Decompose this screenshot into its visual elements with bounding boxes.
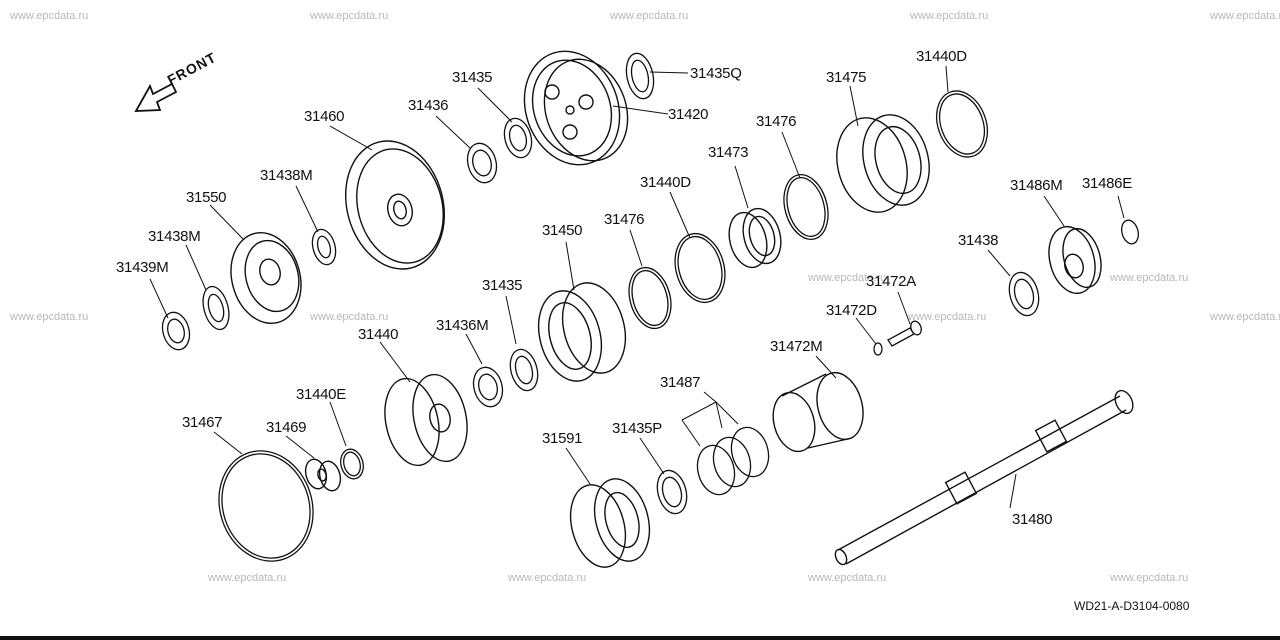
callout-31487: 31487 [660,374,701,391]
part-31460-drum [344,140,446,270]
callout-31435q: 31435Q [690,65,742,82]
part-31440-carrier [384,373,468,467]
part-31440d-ring-top [935,90,989,158]
watermark-6: www.epcdata.ru [808,272,887,284]
callout-31591: 31591 [542,430,583,447]
part-31473-bearing [728,207,782,269]
callout-31472d: 31472D [826,302,877,319]
part-31476-ring-top [783,174,829,240]
watermark-4: www.epcdata.ru [910,10,989,22]
callout-31440d-top: 31440D [916,48,967,65]
callout-31438m-lower: 31438M [148,228,201,245]
part-31487-seal-rings [696,426,770,496]
watermark-3: www.epcdata.ru [610,10,689,22]
callout-31475: 31475 [826,69,867,86]
part-31438m-washer-lower [202,285,230,331]
part-31440e-ring [340,448,364,480]
callout-31460: 31460 [304,108,345,125]
callout-31473: 31473 [708,144,749,161]
callout-31438: 31438 [958,232,999,249]
callout-31436m: 31436M [436,317,489,334]
watermark-14: www.epcdata.ru [808,572,887,584]
callout-31420: 31420 [668,106,709,123]
callout-31439m: 31439M [116,259,169,276]
part-31420-gear [523,50,629,166]
part-31439m-plate [161,311,191,351]
front-arrow-icon [134,82,178,112]
watermark-1: www.epcdata.ru [10,10,89,22]
callout-31550: 31550 [186,189,227,206]
callout-31435-top: 31435 [452,69,493,86]
callout-31440d-middle: 31440D [640,174,691,191]
watermark-2: www.epcdata.ru [310,10,389,22]
part-31472m-sleeve [772,371,864,453]
watermark-15: www.epcdata.ru [1110,572,1189,584]
callout-31467: 31467 [182,414,223,431]
part-31550-gear [230,232,302,324]
part-31436m-plate [472,366,504,408]
part-31476-ring-middle [628,266,672,330]
callout-31472a: 31472A [866,273,916,290]
callout-31486m: 31486M [1010,177,1063,194]
part-31486m-gear [1048,225,1102,295]
part-31480-shaft [834,389,1134,566]
part-31469-pinion [304,458,342,492]
callout-31476-top: 31476 [756,113,797,130]
watermark-8: www.epcdata.ru [10,311,89,323]
part-31472d-washer [873,342,883,356]
part-31475-gear [836,114,930,213]
callout-31469: 31469 [266,419,307,436]
part-31472a-bolt [887,320,922,347]
part-31450-gear [537,282,627,382]
part-31486e-ring [1121,219,1139,245]
part-31435p-washer [656,469,688,515]
callout-31440: 31440 [358,326,399,343]
callout-31440e: 31440E [296,386,346,403]
part-31440d-ring-middle [674,232,726,304]
part-31467-ring [218,450,314,562]
watermark-5: www.epcdata.ru [1210,10,1280,22]
callout-31480: 31480 [1012,511,1053,528]
callout-31438m-upper: 31438M [260,167,313,184]
watermark-12: www.epcdata.ru [208,572,287,584]
part-31435-washer-middle [509,348,539,392]
callout-31435p: 31435P [612,420,662,437]
part-31435q-washer [625,52,655,100]
part-31435-washer-top [503,117,533,159]
callout-31450: 31450 [542,222,583,239]
part-31591-gear [569,478,651,568]
part-31436-plate [466,142,498,184]
drawing-code: WD21-A-D3104-0080 [1074,599,1190,613]
watermark-11: www.epcdata.ru [1210,311,1280,323]
watermark-9: www.epcdata.ru [310,311,389,323]
callout-31436: 31436 [408,97,449,114]
watermark-13: www.epcdata.ru [508,572,587,584]
callout-31476-middle: 31476 [604,211,645,228]
part-31438-washer [1008,271,1040,317]
part-31438m-washer-upper [311,228,337,266]
leader-lines [149,65,1125,509]
callout-31472m: 31472M [770,338,823,355]
watermark-10: www.epcdata.ru [908,311,987,323]
bottom-rule [0,636,1280,640]
callout-31435-middle: 31435 [482,277,523,294]
callout-31486e: 31486E [1082,175,1132,192]
watermark-7: www.epcdata.ru [1110,272,1189,284]
